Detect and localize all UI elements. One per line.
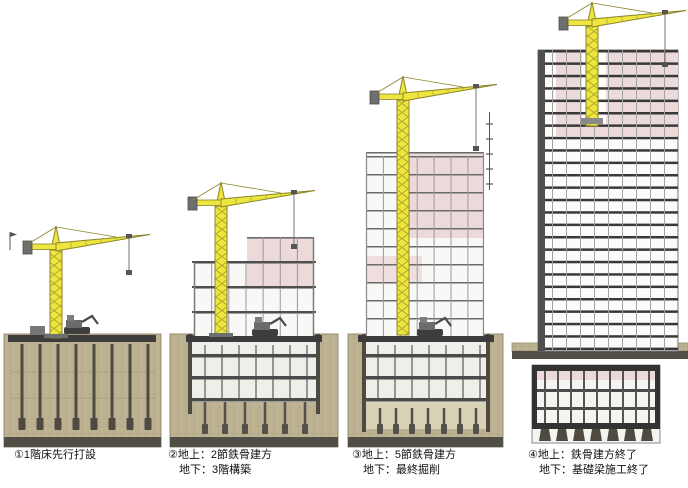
- stage-2-caption-line-2: 地下：3階構築: [179, 464, 252, 476]
- stage-3-illustration: [347, 75, 504, 448]
- bearing-stratum: [4, 437, 161, 447]
- stage-2-retaining-walls: [188, 334, 320, 414]
- stage-4-caption-line-2: 地下：基礎梁施工終了: [539, 464, 649, 476]
- basement-side-wall: [655, 365, 660, 429]
- stage-3-tower-crane: [369, 75, 498, 336]
- hook-block: [291, 244, 297, 249]
- stage-2-caption-line-1: ②地上：2節鉄骨建方: [168, 449, 272, 461]
- stage-3-basement-slabs: [366, 354, 486, 402]
- stage-1-excavator-icon: [62, 313, 100, 336]
- crane-mast: [585, 23, 599, 127]
- stage-4-caption-line-1: ④地上：鉄骨建方終了: [528, 449, 637, 461]
- crane-mast: [49, 247, 63, 339]
- stage-3-caption-line-2: 地下：最終掘削: [363, 464, 440, 476]
- stage-2-illustration: [169, 181, 339, 448]
- stage-2-building-frame: [192, 237, 316, 336]
- stage-1-foundation-piles: [20, 344, 150, 420]
- stage-3-plumb-line: [486, 112, 493, 190]
- stage-3-excavated-interior: [366, 342, 486, 403]
- stage-3-caption: ③地上：5節鉄骨建方 地下：最終掘削: [352, 448, 456, 478]
- stage-1-tower-crane: [22, 225, 151, 339]
- climbing-collar: [581, 118, 603, 124]
- crane-mast: [214, 203, 228, 336]
- construction-sequence-diagram: [3, 1, 688, 448]
- foundation-beam: [532, 423, 660, 429]
- basement-top-slab: [532, 365, 660, 371]
- stage-2-piles: [203, 402, 307, 426]
- crane-base: [44, 334, 68, 338]
- stage-1-caption: ①1階床先行打設: [14, 448, 96, 463]
- stage-2-basement-slabs: [192, 354, 316, 402]
- stage-4-caption: ④地上：鉄骨建方終了 地下：基礎梁施工終了: [528, 448, 649, 478]
- stage-4-ground-strip: [512, 351, 688, 359]
- stage-1-pile-feet: [18, 418, 152, 430]
- stage-4-illustration: [511, 1, 688, 444]
- stage-1-flag-marker: [9, 232, 17, 250]
- stage-3-basement-columns: [377, 345, 481, 398]
- stage-4-completed-tower: [537, 49, 679, 352]
- stage-2-ground-slab: [186, 335, 322, 342]
- bearing-stratum: [348, 437, 503, 447]
- crane-mast: [396, 97, 410, 336]
- pile-caps: [539, 429, 653, 441]
- hook-block: [662, 62, 668, 67]
- stage-3-ground-slab: [358, 335, 494, 342]
- stage-2-pile-feet: [202, 424, 308, 434]
- hook-block: [473, 146, 479, 151]
- stage-2-excavated-interior: [192, 342, 316, 402]
- stage-1-first-floor-slab: [8, 335, 156, 342]
- stage-1-site-equipment: [30, 326, 45, 335]
- core-wall-band: [538, 50, 545, 351]
- stage-2-tower-crane: [187, 181, 316, 337]
- stage-4-tower-crane: [558, 1, 687, 127]
- stage-1-caption-line-1: ①1階床先行打設: [14, 449, 96, 461]
- stage-4-basement-structure: [531, 364, 661, 444]
- stage-2-basement-columns: [204, 345, 308, 398]
- crane-base: [209, 333, 233, 337]
- stage-3-retaining-walls: [362, 334, 490, 432]
- basement-columns: [544, 371, 650, 423]
- bearing-stratum: [170, 437, 338, 447]
- stage-3-caption-line-1: ③地上：5節鉄骨建方: [352, 449, 456, 461]
- stage-3-pile-feet: [377, 424, 479, 434]
- stage-2-caption: ②地上：2節鉄骨建方 地下：3階構築: [168, 448, 272, 478]
- stage-1-illustration: [3, 225, 162, 448]
- stage-1-soil-section: [3, 333, 162, 448]
- stage-3-building-frame: [365, 152, 485, 336]
- stage-3-pile-stubs: [378, 408, 478, 426]
- hook-block: [126, 270, 132, 275]
- basement-side-wall: [532, 365, 537, 429]
